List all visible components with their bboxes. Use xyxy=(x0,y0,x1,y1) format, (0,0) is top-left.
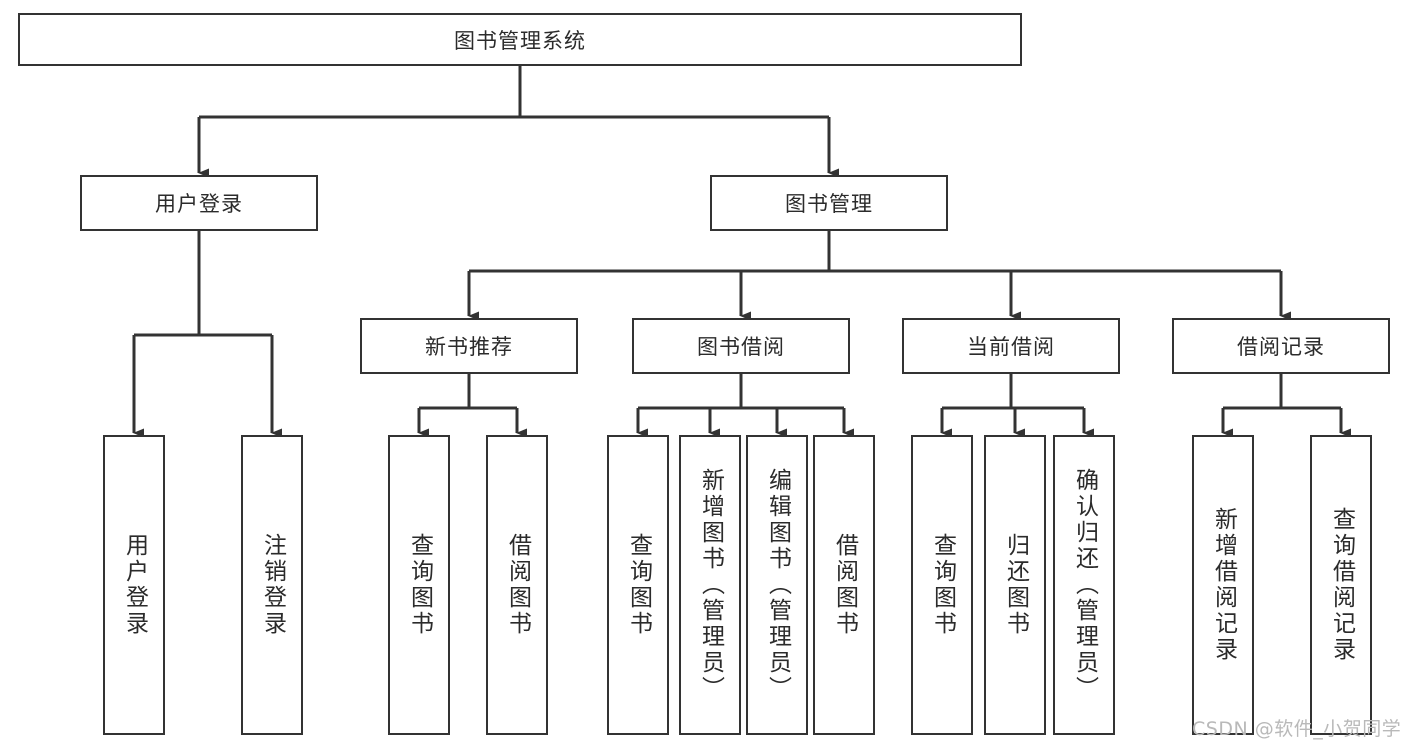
node-leaf-query-book-1[interactable]: 查询图书 xyxy=(388,435,450,735)
csdn-watermark: CSDN @软件_小贺同学 xyxy=(1192,718,1402,740)
node-leaf-add-book[interactable]: 新增图书（管理员） xyxy=(679,435,741,735)
node-label: 借阅图书 xyxy=(504,533,531,637)
node-label: 注销登录 xyxy=(259,533,286,637)
node-user-login[interactable]: 用户登录 xyxy=(80,175,318,231)
node-label: 查询借阅记录 xyxy=(1328,507,1355,663)
node-leaf-query-book-2[interactable]: 查询图书 xyxy=(607,435,669,735)
node-label: 编辑图书（管理员） xyxy=(764,468,791,702)
node-book-manage[interactable]: 图书管理 xyxy=(710,175,948,231)
node-label: 图书管理 xyxy=(785,192,873,216)
node-leaf-borrow-book-2[interactable]: 借阅图书 xyxy=(813,435,875,735)
node-label: 归还图书 xyxy=(1002,533,1029,637)
node-label: 查询图书 xyxy=(625,533,652,637)
node-label: 新增图书（管理员） xyxy=(697,468,724,702)
node-current-borrow[interactable]: 当前借阅 xyxy=(902,318,1120,374)
node-label: 用户登录 xyxy=(155,192,243,216)
node-root[interactable]: 图书管理系统 xyxy=(18,13,1022,66)
node-new-book-rec[interactable]: 新书推荐 xyxy=(360,318,578,374)
node-label: 查询图书 xyxy=(929,533,956,637)
node-leaf-edit-book[interactable]: 编辑图书（管理员） xyxy=(746,435,808,735)
node-leaf-query-record[interactable]: 查询借阅记录 xyxy=(1310,435,1372,735)
node-label: 借阅记录 xyxy=(1237,335,1325,359)
node-label: 用户登录 xyxy=(121,533,148,637)
node-leaf-borrow-book-1[interactable]: 借阅图书 xyxy=(486,435,548,735)
node-label: 查询图书 xyxy=(406,533,433,637)
node-label: 图书管理系统 xyxy=(454,28,586,53)
node-label: 新书推荐 xyxy=(425,335,513,359)
node-label: 当前借阅 xyxy=(967,335,1055,359)
node-label: 借阅图书 xyxy=(831,533,858,637)
node-label: 图书借阅 xyxy=(697,335,785,359)
node-leaf-add-record[interactable]: 新增借阅记录 xyxy=(1192,435,1254,735)
node-book-borrow[interactable]: 图书借阅 xyxy=(632,318,850,374)
node-leaf-confirm-ret[interactable]: 确认归还（管理员） xyxy=(1053,435,1115,735)
node-borrow-record[interactable]: 借阅记录 xyxy=(1172,318,1390,374)
node-leaf-logout[interactable]: 注销登录 xyxy=(241,435,303,735)
node-leaf-query-book-3[interactable]: 查询图书 xyxy=(911,435,973,735)
node-label: 新增借阅记录 xyxy=(1210,507,1237,663)
node-label: 确认归还（管理员） xyxy=(1071,468,1098,702)
node-leaf-return-book[interactable]: 归还图书 xyxy=(984,435,1046,735)
node-leaf-user-login[interactable]: 用户登录 xyxy=(103,435,165,735)
